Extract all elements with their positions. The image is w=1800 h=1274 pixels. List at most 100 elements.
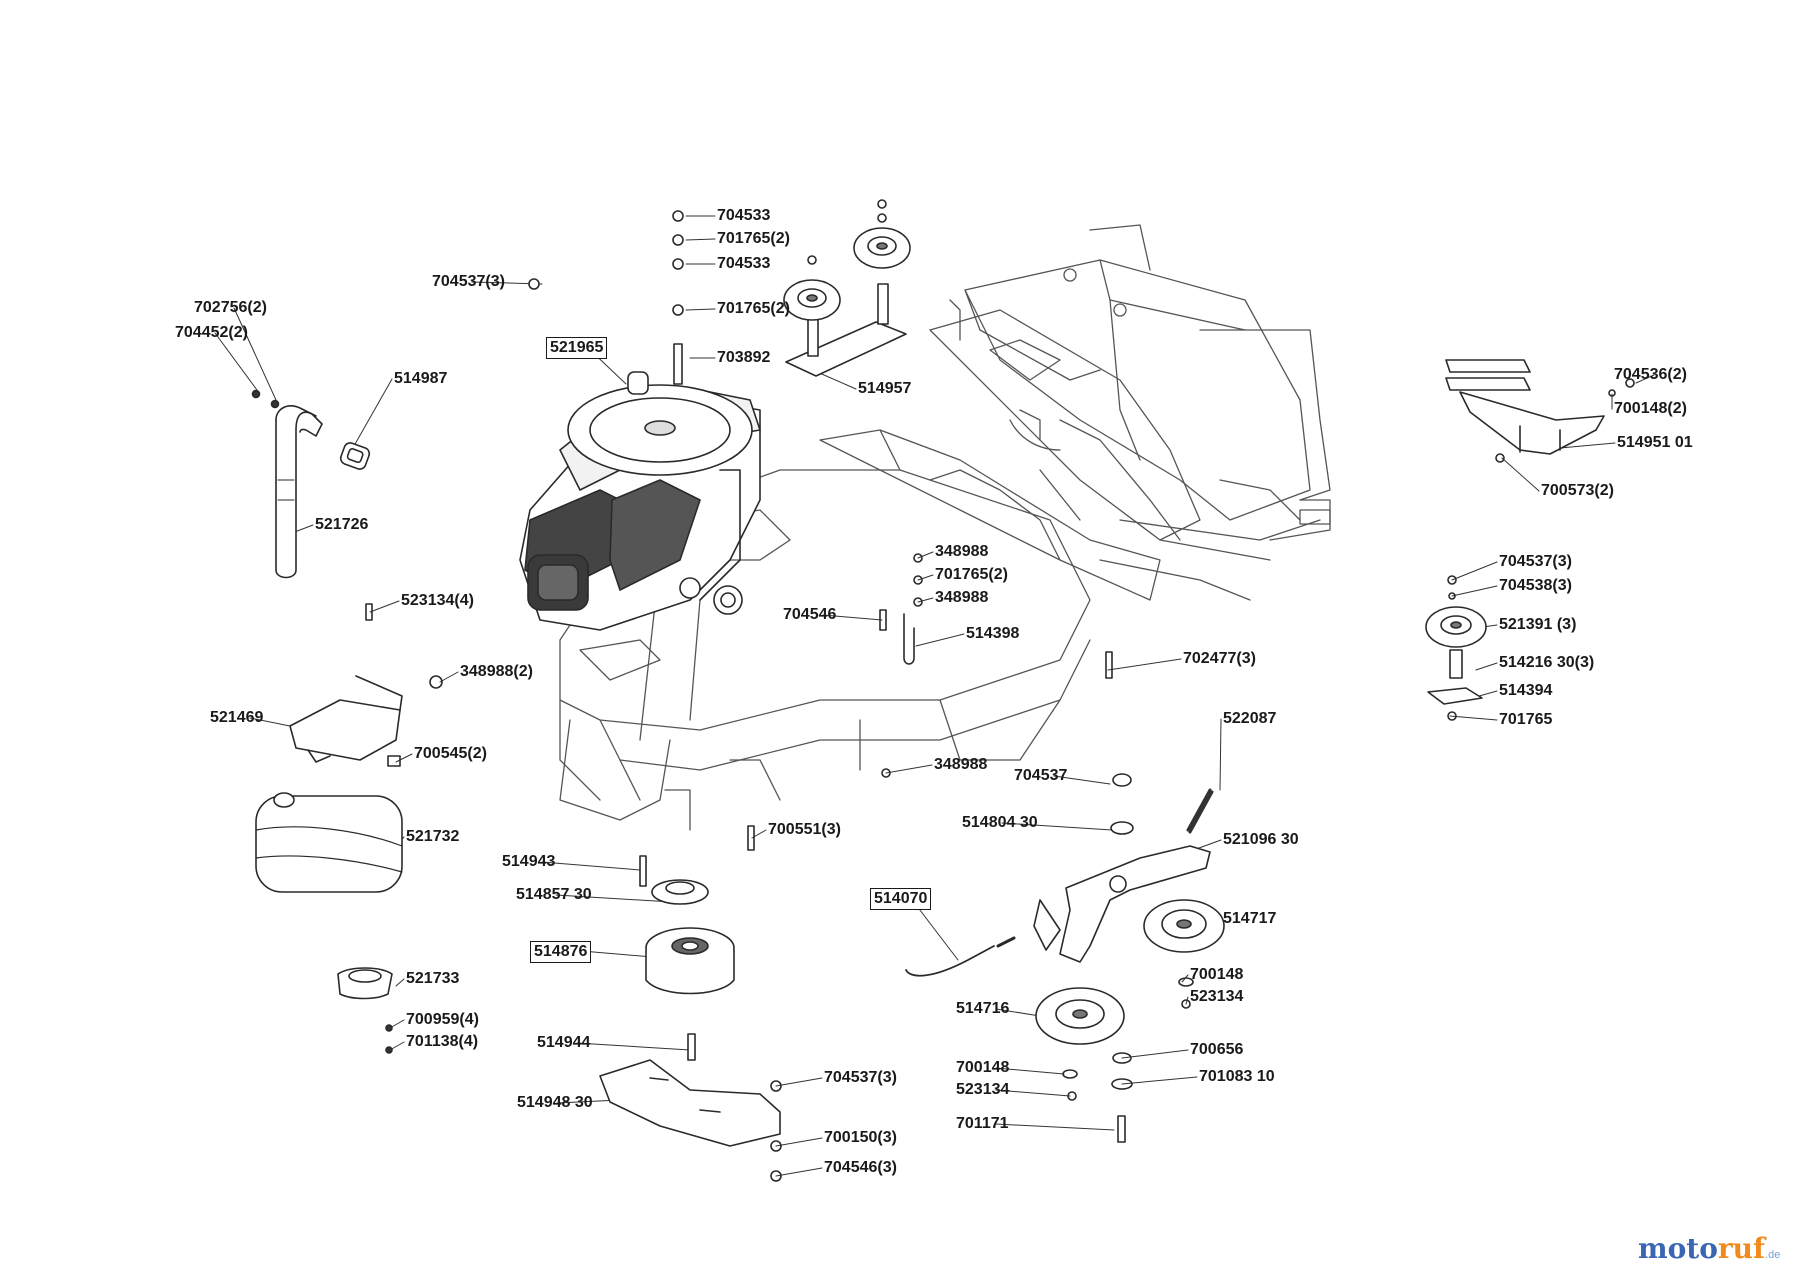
leader-line [1107, 658, 1182, 671]
leader-line [1121, 1049, 1189, 1059]
part-label-522087: 522087 [1223, 710, 1277, 727]
brand-suffix: .de [1765, 1249, 1781, 1261]
part-label-521733: 521733 [406, 970, 460, 987]
part-label-523134b: 523134 [956, 1081, 1010, 1098]
part-label-702756-2: 702756(2) [194, 299, 267, 316]
right-bracket [1425, 359, 1635, 721]
leader-line [249, 717, 291, 727]
leader-line [775, 1167, 823, 1177]
leader-line [1053, 775, 1111, 785]
leader-line [1121, 1076, 1198, 1085]
leader-line [1475, 662, 1498, 671]
part-label-514951-01: 514951 01 [1617, 434, 1693, 451]
leader-line [233, 307, 277, 401]
part-label-701171: 701171 [956, 1115, 1009, 1132]
leader-line [1501, 457, 1540, 492]
part-label-514070: 514070 [870, 888, 932, 910]
motoruf-logo: motoruf.de [1638, 1232, 1780, 1265]
part-label-704546-3: 704546(3) [824, 1159, 897, 1176]
part-label-700656: 700656 [1190, 1041, 1244, 1058]
part-label-701083-10: 701083 10 [1199, 1068, 1275, 1085]
part-label-523134-4: 523134(4) [401, 592, 474, 609]
part-label-348988b: 348988 [935, 589, 989, 606]
part-label-701138-4: 701138(4) [406, 1033, 479, 1050]
center-hardware [365, 553, 1113, 887]
leader-line [917, 597, 934, 603]
leader-line [995, 1089, 1071, 1097]
part-label-514876: 514876 [530, 941, 592, 963]
part-label-521965: 521965 [546, 337, 608, 359]
part-label-704536-2: 704536(2) [1614, 366, 1687, 383]
part-label-514394: 514394 [1499, 682, 1553, 699]
part-label-521391-3: 521391 (3) [1499, 616, 1577, 633]
part-label-523134a: 523134 [1190, 988, 1244, 1005]
part-label-704533a: 704533 [717, 207, 771, 224]
leader-line [555, 894, 673, 903]
leader-line [1451, 585, 1498, 597]
part-label-704452-2: 704452(2) [175, 324, 248, 341]
part-label-521732: 521732 [406, 828, 460, 845]
leader-line [1001, 822, 1113, 831]
part-label-704537-3b: 704537(3) [1499, 553, 1572, 570]
leader-line [214, 332, 258, 391]
leader-line [995, 1123, 1115, 1131]
leader-line [775, 1077, 823, 1087]
engine-block [519, 371, 761, 631]
brand-part2: ruf [1717, 1232, 1766, 1265]
part-label-514717: 514717 [1223, 910, 1277, 927]
muffler-assembly [255, 675, 403, 1054]
leader-line [1449, 715, 1498, 721]
part-label-514398: 514398 [966, 625, 1020, 642]
brand-part1: moto [1638, 1232, 1718, 1265]
part-label-700573-2: 700573(2) [1541, 482, 1614, 499]
leader-line [395, 978, 405, 987]
leader-line [369, 600, 400, 613]
part-label-514716: 514716 [956, 1000, 1010, 1017]
exhaust-pipe [251, 389, 371, 579]
part-label-700148a: 700148 [1190, 966, 1244, 983]
leader-line [1635, 374, 1655, 384]
leader-line [995, 1067, 1065, 1075]
part-label-348988-2: 348988(2) [460, 663, 533, 680]
leader-line [541, 861, 641, 871]
part-label-700150-3: 700150(3) [824, 1129, 897, 1146]
part-label-348988c: 348988 [934, 756, 988, 773]
part-label-514943: 514943 [502, 853, 556, 870]
part-label-701765-2c: 701765(2) [935, 566, 1008, 583]
idler-assembly [905, 773, 1225, 1143]
chassis-frame [559, 224, 1331, 831]
leader-line [917, 574, 934, 581]
part-label-704537-3c: 704537(3) [824, 1069, 897, 1086]
part-label-701765-2b: 701765(2) [717, 300, 790, 317]
part-label-514948-30: 514948 30 [517, 1094, 593, 1111]
part-label-704537: 704537 [1014, 767, 1068, 784]
part-label-704537-3a: 704537(3) [432, 273, 505, 290]
part-label-700545-2: 700545(2) [414, 745, 487, 762]
part-label-702477-3: 702477(3) [1183, 650, 1256, 667]
leader-line [775, 1137, 823, 1147]
part-label-700959-4: 700959(4) [406, 1011, 479, 1028]
part-label-700148-2a: 700148(2) [1614, 400, 1687, 417]
part-label-521096-30: 521096 30 [1223, 831, 1299, 848]
part-label-514804-30: 514804 30 [962, 814, 1038, 831]
leader-line [1219, 718, 1222, 791]
leader-line [885, 764, 933, 774]
leader-line [439, 671, 459, 683]
leader-line [915, 633, 965, 647]
part-label-704533b: 704533 [717, 255, 771, 272]
bottom-bracket [599, 1059, 782, 1182]
part-label-700551-3: 700551(3) [768, 821, 841, 838]
leader-line [917, 551, 934, 559]
part-label-514216-30-3: 514216 30(3) [1499, 654, 1595, 671]
hardware-stack [528, 210, 684, 385]
leader-line [995, 1008, 1041, 1017]
part-label-703892: 703892 [717, 349, 771, 366]
clutch-assembly [645, 879, 735, 1061]
leader-line [685, 308, 716, 311]
part-label-521726: 521726 [315, 516, 369, 533]
leader-line [576, 1042, 691, 1051]
part-label-348988a: 348988 [935, 543, 989, 560]
part-label-514987: 514987 [394, 370, 448, 387]
